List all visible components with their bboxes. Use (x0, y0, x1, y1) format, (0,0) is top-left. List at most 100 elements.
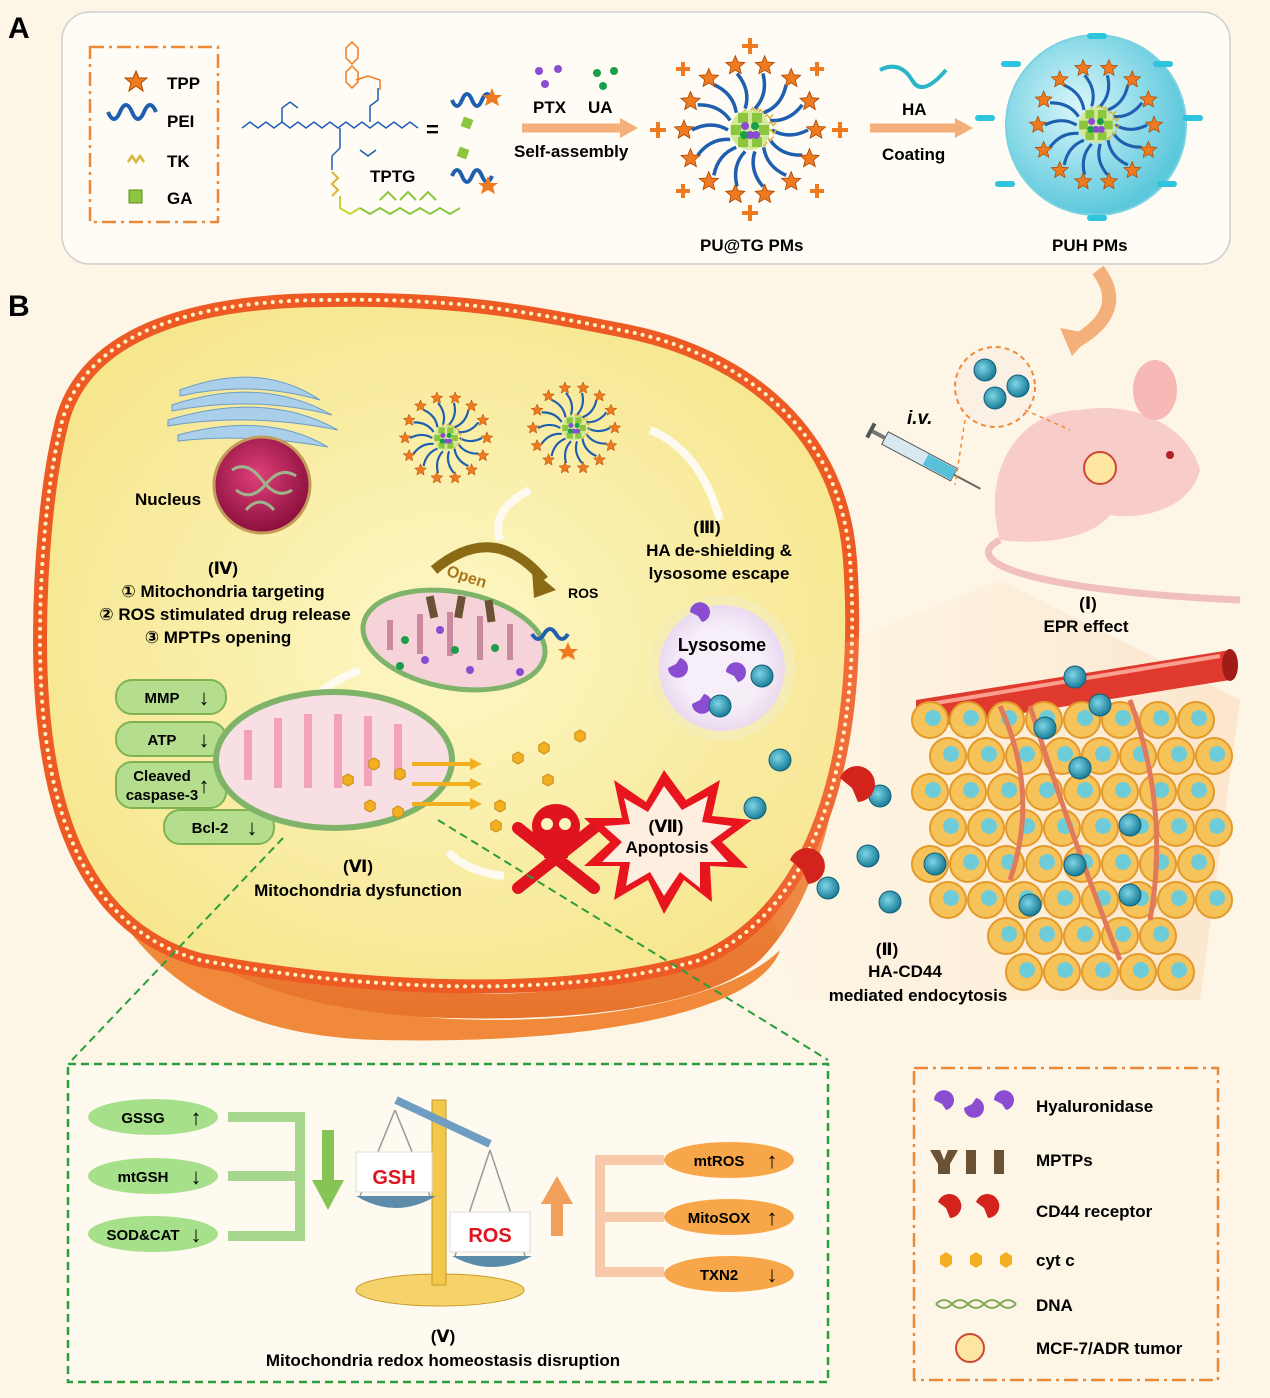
marker-label: Cleaved (133, 768, 191, 785)
legend-b-label: cyt c (1036, 1251, 1075, 1270)
puh-nanoparticle (1033, 716, 1057, 740)
drug-dot (571, 428, 577, 434)
pei-chain (550, 437, 566, 457)
ga-square (759, 125, 769, 135)
drug-dot (1092, 125, 1100, 133)
cytc-hexagon (538, 741, 550, 755)
tk-linker (1107, 110, 1117, 116)
negative-charges (975, 33, 1203, 221)
tptg-structure (241, 40, 461, 216)
redox-pill (664, 1142, 794, 1178)
tpp-star (1034, 90, 1053, 108)
arrow-lyso-to-micelle (648, 426, 724, 522)
step-v-text: Mitochondria redox homeostasis disruptio… (266, 1351, 620, 1370)
step-vi-number: (Ⅵ) (343, 857, 373, 876)
ga-square (447, 442, 454, 449)
drug-dot (574, 423, 580, 428)
tumor-cell-nucleus (1095, 962, 1111, 978)
square-icon (128, 189, 143, 204)
capillary (1127, 699, 1160, 921)
ptx-dots (535, 65, 562, 88)
nucleus (212, 435, 312, 535)
tpp-star (1073, 58, 1093, 77)
pei-chain (409, 433, 433, 439)
zoom-lines-v (71, 819, 829, 1061)
redox-direction: ↓ (767, 1262, 778, 1287)
lysosome-label: Lysosome (678, 635, 766, 655)
tpp-star (724, 183, 746, 204)
marker-direction: ↓ (247, 815, 258, 840)
apoptosis-burst-inner (602, 786, 732, 896)
marker-direction: ↓ (199, 727, 210, 752)
puh-nanoparticles (708, 358, 1142, 917)
redox-pill (664, 1199, 794, 1235)
drug-dot (443, 438, 449, 444)
ros-label: ROS (468, 1225, 511, 1247)
panel-a-box (61, 11, 1231, 265)
squiggle-icon (126, 153, 146, 165)
pei-chain (735, 72, 749, 110)
positive-charges (650, 38, 848, 221)
drug-dot (746, 131, 754, 139)
drug-dot (568, 423, 574, 428)
tumor-cell-nucleus (943, 818, 959, 834)
tpp-star (448, 391, 462, 404)
tpp-star (576, 461, 590, 474)
redox-label: TXN2 (700, 1267, 738, 1284)
ga-square (1085, 131, 1095, 141)
puh-nanoparticle (1118, 883, 1142, 907)
tpp-star (592, 453, 607, 466)
pei-chain (423, 408, 439, 428)
pei-chain (413, 421, 435, 433)
tumor-cell-nucleus (1057, 962, 1073, 978)
pei-chain (454, 409, 470, 429)
tumor-cell-nucleus (1115, 926, 1131, 942)
ua-label: UA (588, 98, 613, 117)
pei-chain (563, 440, 572, 464)
cytc-hexagon (392, 805, 404, 819)
tk-linker (573, 413, 580, 418)
tpp-star (780, 170, 802, 191)
self-assembly-label: Self-assembly (514, 142, 629, 161)
pei-chain (753, 73, 767, 110)
ua-dots (593, 67, 618, 90)
mitochondrion-cristae (387, 612, 513, 660)
legend-b-label: MCF-7/ADR tumor (1036, 1339, 1183, 1358)
puh-nanoparticle (708, 694, 732, 718)
pei-chain (1081, 142, 1093, 176)
arrow-head (312, 1180, 344, 1210)
drug-dot (447, 438, 453, 444)
pei-chain (1112, 132, 1143, 149)
tumor-cell-nucleus (943, 746, 959, 762)
pei-chain (435, 450, 444, 474)
tpp-star (476, 448, 490, 462)
step-vi-text: Mitochondria dysfunction (254, 881, 462, 900)
ga-square (752, 137, 762, 148)
pei-chain (576, 392, 585, 416)
marker-direction: ↓ (199, 685, 210, 710)
legend-b-label: Hyaluronidase (1036, 1097, 1153, 1116)
drug-dot (1087, 125, 1095, 133)
tumor-cell-nucleus (981, 818, 997, 834)
cytc-cluster (342, 729, 586, 833)
puh-nanoparticle (1006, 374, 1030, 398)
pei-chain (713, 83, 739, 114)
redox-label: mtGSH (118, 1169, 169, 1186)
pei-chain (751, 150, 765, 188)
tumor-icon (955, 1333, 985, 1363)
gsh-label: GSH (372, 1167, 415, 1189)
tumor-cell-nucleus (1209, 746, 1225, 762)
ga-square (566, 432, 573, 439)
tpp-star (780, 67, 802, 88)
tk-linker (584, 421, 591, 427)
nucleus-label: Nucleus (135, 490, 201, 509)
step-iii-text: HA de-shielding & (646, 541, 792, 560)
tumor-cell-nucleus (1171, 746, 1187, 762)
drug-dot (567, 428, 573, 434)
tpp-star (464, 399, 479, 412)
tumor-cell-nucleus (1115, 710, 1131, 726)
dna-icon (935, 1299, 1017, 1309)
redox-pill (664, 1256, 794, 1292)
puh-nanoparticle (923, 852, 947, 876)
pei-chain (437, 402, 446, 426)
